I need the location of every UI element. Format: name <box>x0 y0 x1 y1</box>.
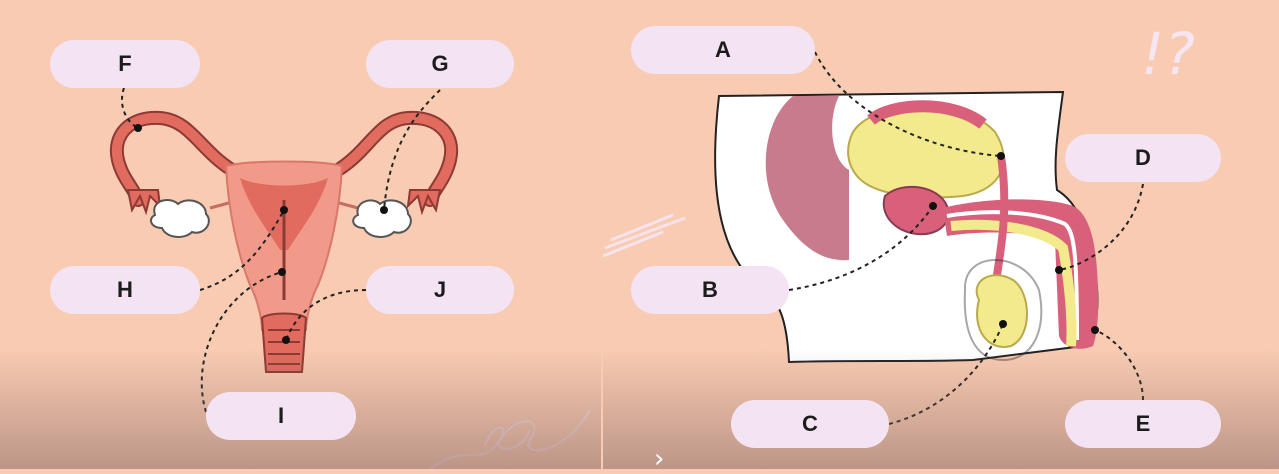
label-j[interactable]: J <box>366 266 514 314</box>
label-g[interactable]: G <box>366 40 514 88</box>
marker-f <box>134 124 142 132</box>
swirl-decoration <box>430 410 590 469</box>
testis <box>977 275 1027 347</box>
brush-stroke-decoration <box>603 215 685 256</box>
marker-i <box>278 268 286 276</box>
marker-a <box>997 152 1005 160</box>
marker-d <box>1055 266 1063 274</box>
doodle-text: !? <box>1141 20 1195 88</box>
right-fimbriae <box>408 190 440 212</box>
label-c[interactable]: C <box>731 400 889 448</box>
label-h[interactable]: H <box>50 266 200 314</box>
marker-b <box>929 202 937 210</box>
label-d[interactable]: D <box>1065 134 1221 182</box>
female-diagram-panel: F G H J I <box>0 0 601 469</box>
left-ovary <box>151 200 209 237</box>
chevron-right-icon[interactable]: › <box>654 444 664 474</box>
marker-h <box>280 206 288 214</box>
marker-j <box>282 336 290 344</box>
male-diagram-panel: !? <box>603 0 1279 469</box>
marker-g <box>380 206 388 214</box>
label-b[interactable]: B <box>631 266 789 314</box>
label-a[interactable]: A <box>631 26 815 74</box>
label-e[interactable]: E <box>1065 400 1221 448</box>
label-f[interactable]: F <box>50 40 200 88</box>
right-ovary <box>353 200 411 237</box>
label-i[interactable]: I <box>206 392 356 440</box>
marker-c <box>999 320 1007 328</box>
marker-e <box>1091 326 1099 334</box>
leader-line-e <box>1095 330 1143 400</box>
